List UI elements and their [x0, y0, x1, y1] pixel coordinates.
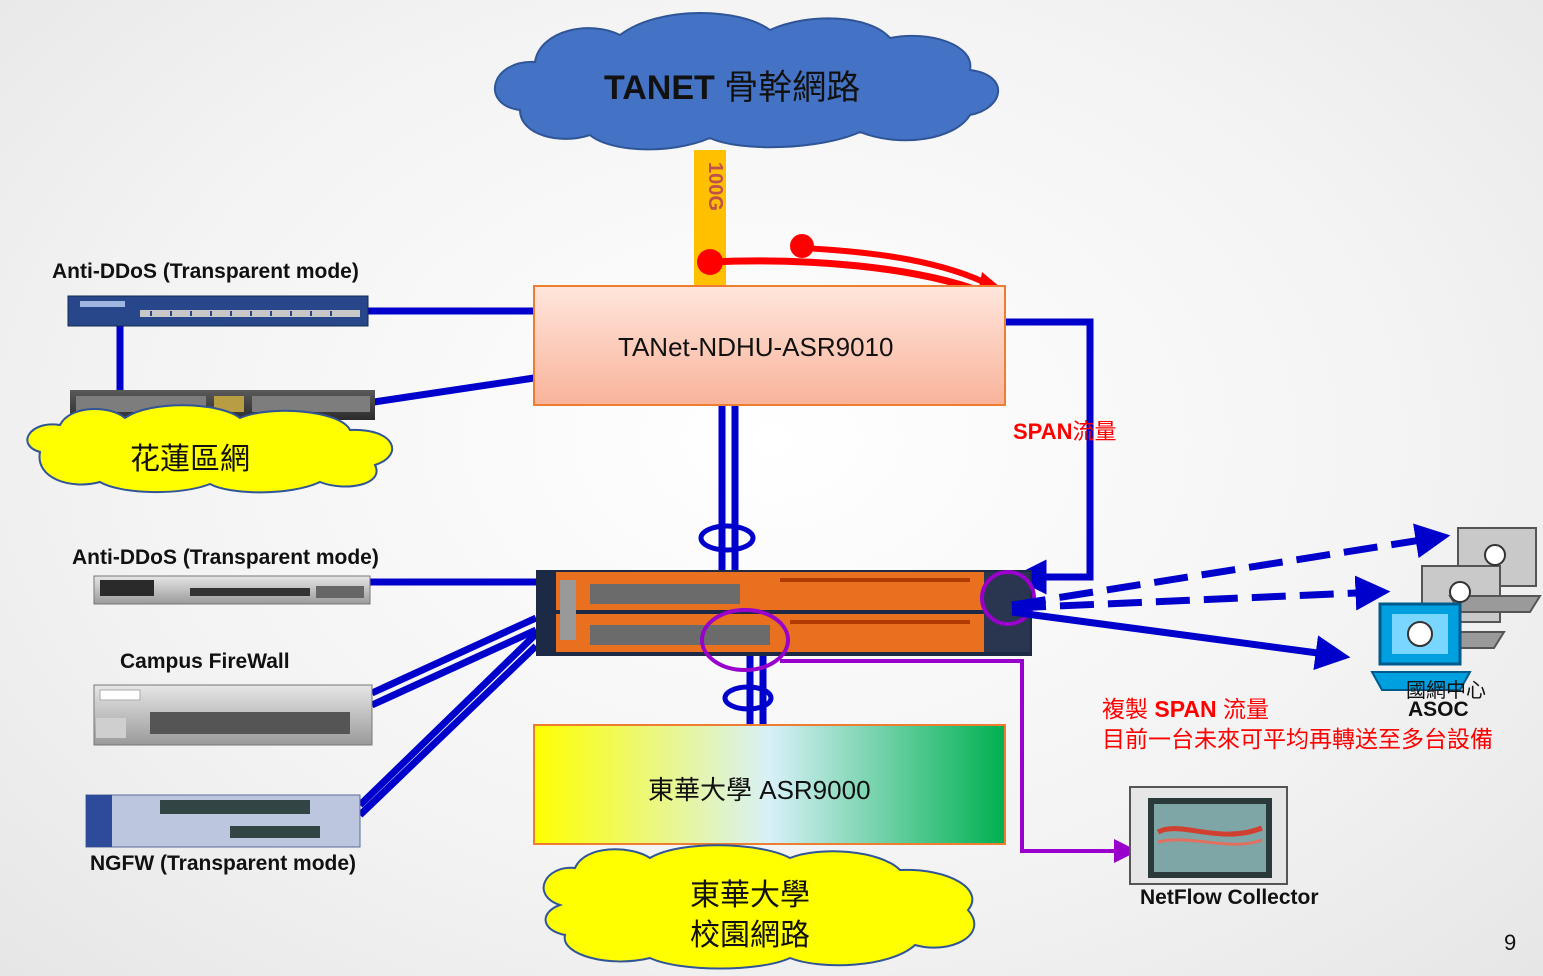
ngfw-label: NGFW (Transparent mode)	[90, 852, 357, 875]
ngfw-appliance	[85, 794, 361, 848]
span-traffic-label: SPAN流量	[1013, 414, 1117, 446]
netflow-monitor-icon	[1129, 786, 1288, 885]
span-copy-pre: 複製	[1102, 696, 1155, 722]
anti-ddos-appliance-2	[93, 575, 371, 605]
router-asr9010-label: TANet-NDHU-ASR9010	[618, 332, 894, 362]
hualien-cloud	[26, 404, 394, 494]
lag-ring-lower	[722, 684, 774, 712]
ndhu-cloud-line1: 東華大學	[690, 879, 810, 912]
hualien-cloud-label: 花蓮區網	[130, 443, 250, 476]
asoc-label-line1: 國網中心	[1406, 680, 1486, 702]
span-copy-note-line1: 複製 SPAN 流量	[1102, 690, 1269, 724]
page-number: 9	[1504, 930, 1517, 955]
anti-ddos-appliance-1	[67, 295, 369, 327]
router-asr9000-box	[533, 724, 1006, 845]
asoc-computer-icons	[1370, 527, 1542, 691]
tanet-cloud-label: TANET 骨幹網路	[604, 60, 860, 109]
span-copy-arrows	[1011, 523, 1451, 671]
tanet-cloud	[493, 12, 1000, 151]
tanet-label-rest: 骨幹網路	[714, 69, 861, 107]
asoc-label-line2: ASOC	[1408, 698, 1469, 721]
ndhu-cloud-line2: 校園網路	[690, 919, 810, 952]
lag-ring-upper	[698, 523, 756, 553]
campus-firewall-appliance	[93, 684, 373, 746]
span-copy-bold: SPAN	[1154, 696, 1217, 722]
router-asr9010-box	[533, 285, 1006, 406]
span-label-rest: 流量	[1072, 419, 1117, 444]
netflow-link	[780, 659, 1138, 863]
link-100g-label: 100G	[704, 162, 726, 211]
ndhu-campus-cloud	[542, 844, 976, 970]
span-copy-note-line2: 目前一台未來可平均再轉送至多台設備	[1102, 726, 1493, 752]
anti-ddos-1-label: Anti-DDoS (Transparent mode)	[52, 260, 359, 283]
netflow-port-ring	[700, 608, 790, 672]
netflow-collector-label: NetFlow Collector	[1140, 886, 1319, 909]
campus-firewall-label: Campus FireWall	[120, 650, 290, 673]
tanet-label-bold: TANET	[604, 69, 715, 107]
ndhu-router-label: 東華大學 ASR9000	[648, 775, 871, 805]
anti-ddos-2-label: Anti-DDoS (Transparent mode)	[72, 546, 379, 569]
gigamon-visibility-appliance	[536, 570, 1032, 656]
span-copy-post: 流量	[1216, 696, 1269, 722]
span-label-bold: SPAN	[1013, 419, 1073, 444]
